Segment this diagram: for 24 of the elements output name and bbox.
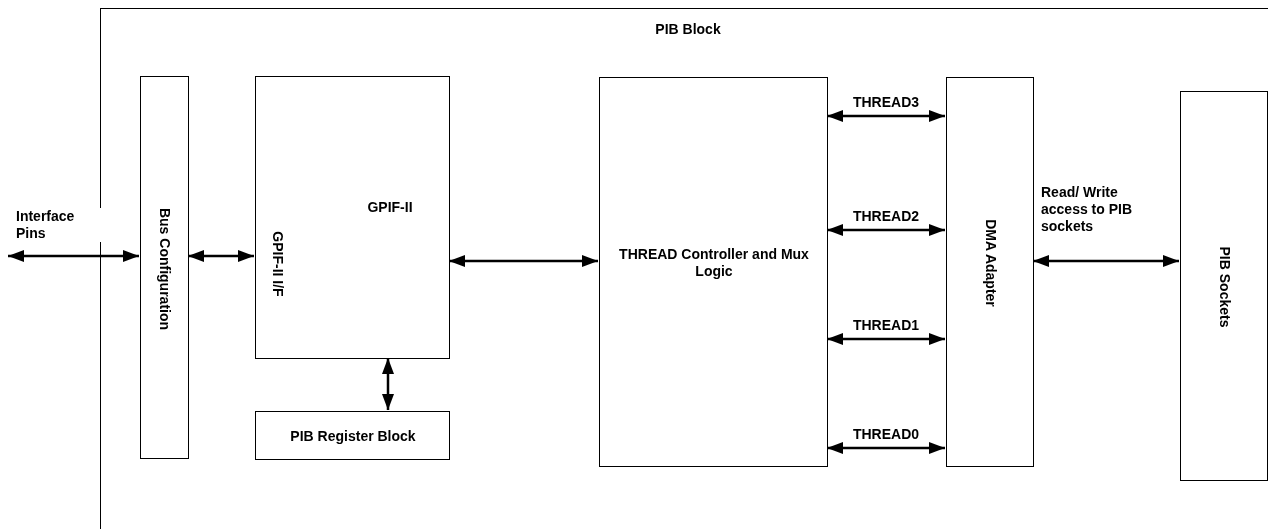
block-title: PIB Block <box>655 20 721 38</box>
box-label: PIB Register Block <box>290 427 416 445</box>
double-arrow <box>449 255 598 267</box>
block-frame <box>100 8 1268 529</box>
double-arrow <box>827 442 945 454</box>
box-label: THREAD Controller and Mux Logic <box>619 246 809 280</box>
process-box <box>946 77 1034 467</box>
double-arrow <box>827 224 945 236</box>
double-arrow <box>382 358 394 410</box>
double-arrow <box>827 333 945 345</box>
process-box <box>140 76 189 459</box>
double-arrow <box>827 110 945 122</box>
interface-label: GPIF-II I/F <box>269 231 287 297</box>
box-label: Bus Configuration <box>156 207 174 331</box>
box-label: PIB Sockets <box>1216 246 1234 328</box>
process-box <box>255 76 450 359</box>
double-arrow <box>188 250 254 262</box>
process-box <box>599 77 828 467</box>
double-arrow <box>8 250 139 262</box>
box-label: GPIF-II <box>367 198 413 216</box>
process-box <box>1180 91 1268 481</box>
process-box <box>255 411 450 460</box>
box-label: DMA Adapter <box>982 219 1000 307</box>
double-arrow <box>1033 255 1179 267</box>
